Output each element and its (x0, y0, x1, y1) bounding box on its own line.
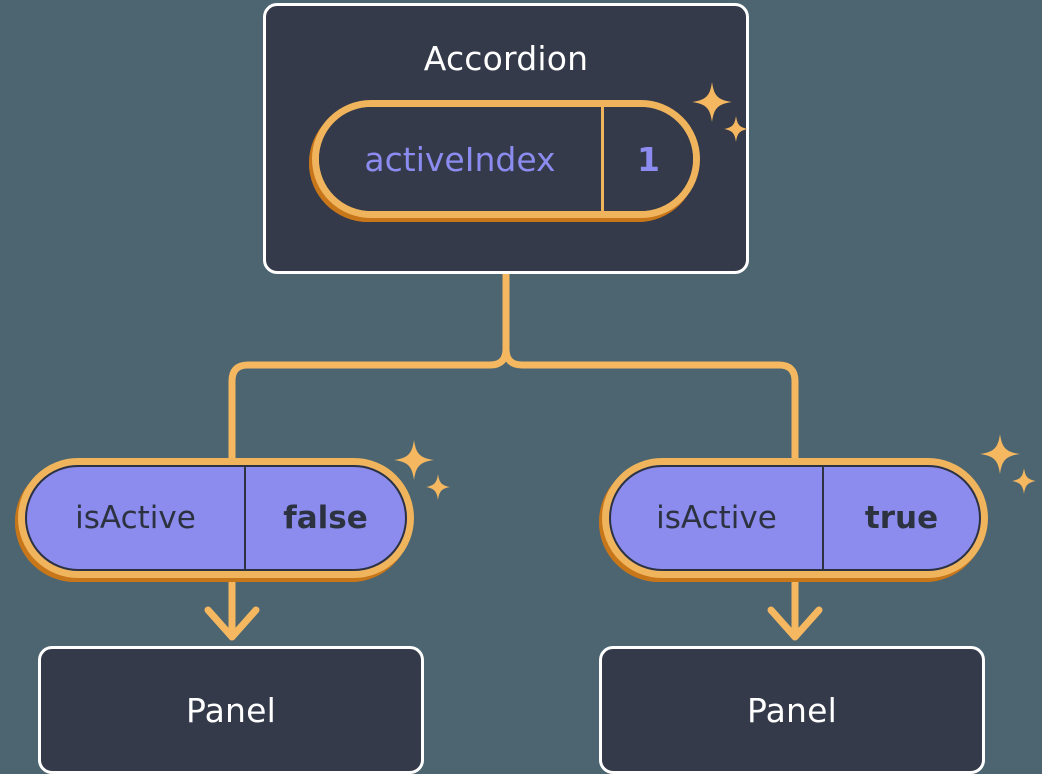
prop-pill-inner: isActive true (609, 465, 981, 571)
prop-value-label: false (283, 500, 368, 536)
prop-pill-is-active-true[interactable]: isActive true (602, 458, 988, 578)
sparkle-large-icon (980, 434, 1020, 474)
sparkle-small-icon (1012, 468, 1036, 494)
prop-key-label: isActive (611, 467, 824, 569)
sparkle-small-icon (426, 474, 450, 500)
state-pill-active-index[interactable]: activeIndex 1 (312, 100, 700, 218)
state-pill-inner: activeIndex 1 (319, 107, 693, 211)
state-value-label: 1 (637, 139, 660, 179)
component-card-panel-left[interactable]: Panel (38, 646, 424, 774)
prop-pill-is-active-false[interactable]: isActive false (18, 458, 414, 578)
prop-value-label: true (864, 500, 939, 536)
sparkle-large-icon (394, 440, 434, 480)
state-key-label: activeIndex (319, 107, 604, 211)
connector-branch-left (228, 345, 510, 462)
panel-title: Panel (185, 691, 277, 730)
component-card-panel-right[interactable]: Panel (599, 646, 985, 774)
prop-pill-inner: isActive false (25, 465, 407, 571)
arrow-head-left (204, 606, 260, 641)
arrow-head-right (767, 606, 823, 641)
sparkles-prop-right (980, 434, 1036, 494)
panel-title: Panel (746, 691, 838, 730)
prop-key-label: isActive (27, 467, 246, 569)
connector-branch-right (502, 345, 799, 462)
page-title: Accordion (423, 39, 589, 78)
